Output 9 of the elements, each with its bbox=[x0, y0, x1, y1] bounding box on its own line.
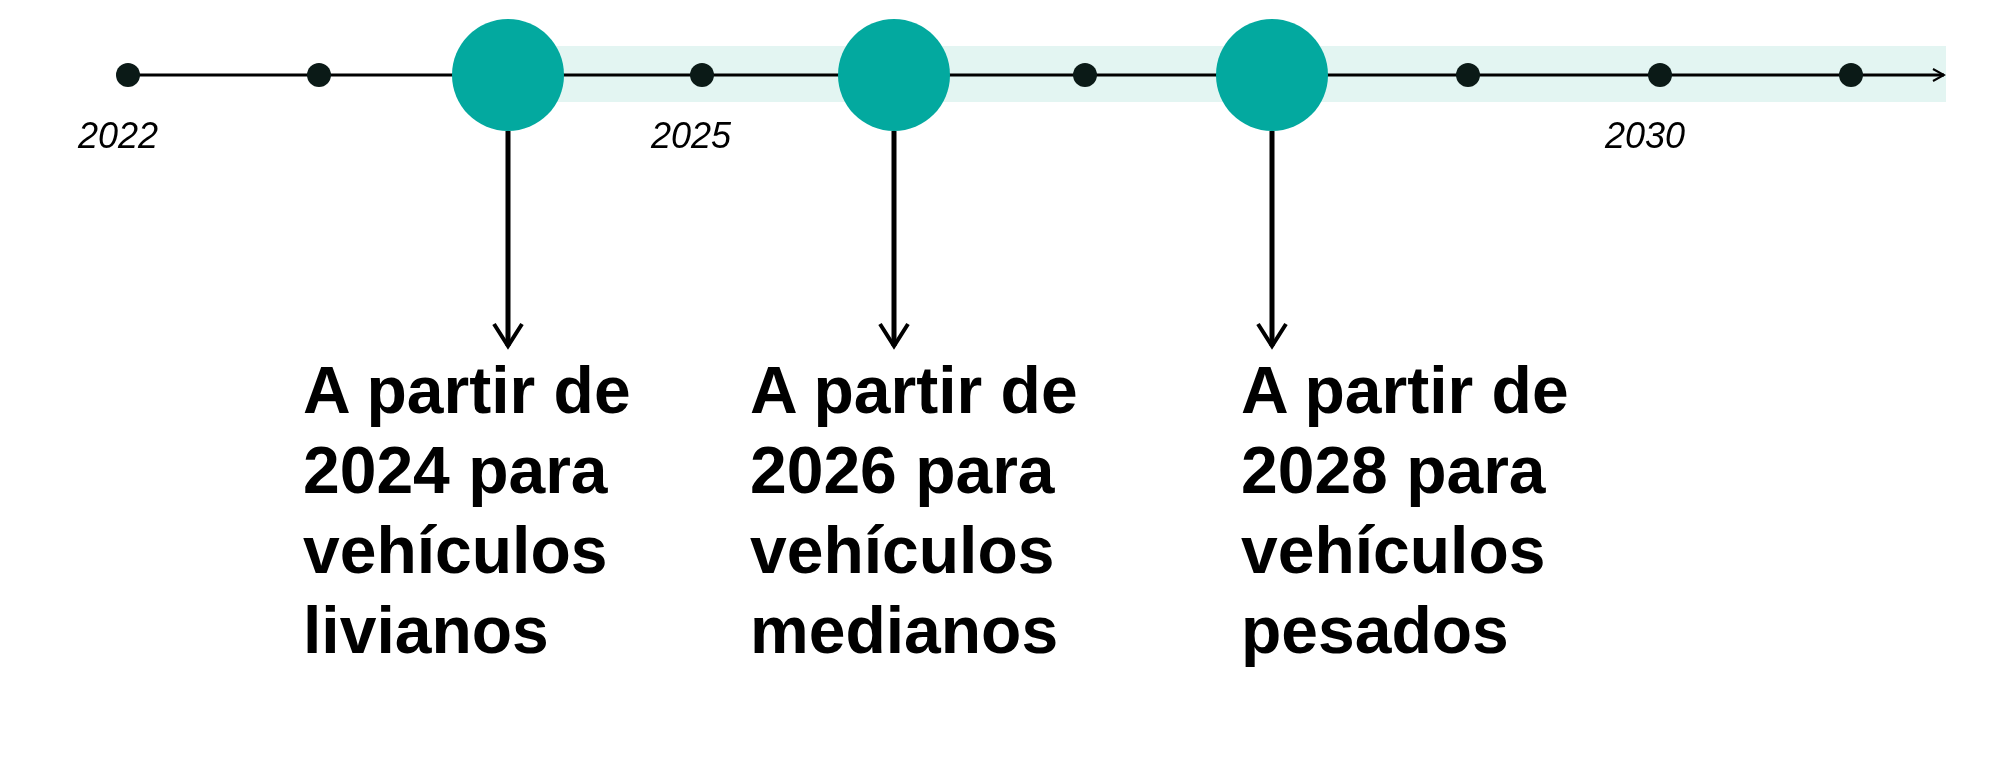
milestone-text: A partir de 2028 para vehículos pesados bbox=[1241, 350, 1641, 670]
milestone-text: A partir de 2026 para vehículos medianos bbox=[750, 350, 1150, 670]
arrow bbox=[1256, 131, 1288, 348]
year-label: 2022 bbox=[78, 115, 159, 157]
arrow bbox=[492, 131, 524, 348]
year-label: 2030 bbox=[1605, 115, 1686, 157]
milestone-text: A partir de 2024 para vehículos livianos bbox=[303, 350, 703, 670]
arrow bbox=[878, 131, 910, 348]
year-label: 2025 bbox=[651, 115, 732, 157]
